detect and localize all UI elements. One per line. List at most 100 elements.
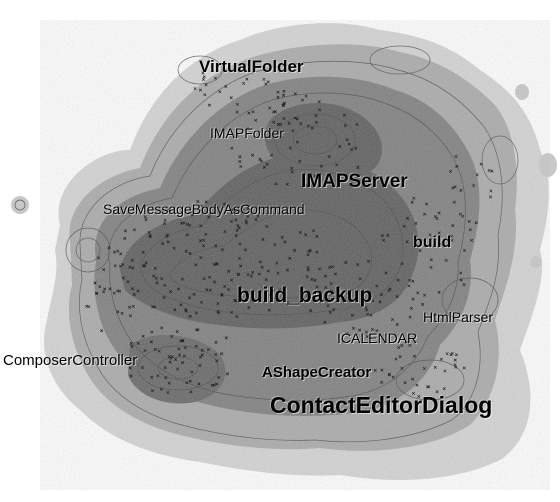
entity-marker (200, 348, 204, 352)
entity-marker (259, 159, 263, 163)
entity-marker (400, 344, 404, 348)
entity-markers (85, 71, 494, 399)
entity-marker (408, 315, 412, 319)
entity-marker (380, 368, 384, 372)
entity-marker (291, 129, 295, 133)
entity-marker (169, 356, 173, 360)
entity-marker (412, 354, 416, 358)
entity-marker (239, 264, 243, 268)
entity-marker (310, 126, 314, 130)
entity-marker (323, 320, 327, 324)
entity-marker (378, 300, 382, 304)
entity-marker (185, 381, 189, 385)
entity-marker (217, 311, 221, 315)
entity-marker (188, 379, 192, 383)
entity-marker (306, 253, 310, 257)
entity-marker (313, 278, 317, 282)
entity-marker (165, 234, 169, 238)
entity-marker (455, 164, 459, 168)
entity-marker (100, 329, 104, 333)
entity-marker (182, 221, 186, 225)
entity-marker (128, 305, 132, 309)
entity-marker (176, 287, 180, 291)
entity-marker (204, 83, 208, 87)
entity-marker (176, 367, 180, 371)
entity-marker (163, 366, 167, 370)
entity-marker (131, 287, 135, 291)
entity-marker (280, 136, 284, 140)
entity-marker (315, 250, 319, 254)
entity-marker (144, 218, 148, 222)
entity-marker (295, 140, 299, 144)
entity-marker (130, 258, 134, 262)
entity-marker (462, 366, 466, 370)
entity-marker (193, 87, 197, 91)
entity-marker (318, 108, 322, 112)
entity-marker (453, 358, 457, 362)
entity-marker (95, 291, 99, 295)
entity-marker (312, 229, 316, 233)
entity-marker (458, 212, 462, 216)
entity-marker (408, 278, 412, 282)
entity-marker (157, 349, 161, 353)
entity-marker (102, 268, 106, 272)
entity-marker (429, 258, 433, 262)
entity-marker (443, 369, 447, 373)
label-imap-folder: IMAPFolder (210, 125, 284, 141)
entity-marker (224, 336, 228, 340)
entity-marker (215, 382, 219, 386)
entity-marker (345, 138, 349, 142)
entity-marker (251, 110, 255, 114)
entity-marker (328, 310, 332, 314)
entity-marker (141, 250, 145, 254)
label-save-message-body-as-command: SaveMessageBodyAsCommand (103, 201, 305, 217)
entity-marker (190, 213, 194, 217)
entity-marker (159, 387, 163, 391)
entity-marker (97, 256, 101, 260)
entity-marker (175, 329, 179, 333)
entity-marker (178, 353, 182, 357)
entity-marker (199, 355, 203, 359)
entity-marker (304, 290, 308, 294)
entity-marker (179, 303, 183, 307)
entity-marker (305, 294, 309, 298)
entity-marker (190, 210, 194, 214)
entity-marker (262, 165, 266, 169)
entity-marker (187, 211, 191, 215)
entity-marker (128, 265, 132, 269)
entity-marker (246, 127, 250, 131)
entity-marker (411, 391, 415, 395)
entity-marker (276, 271, 280, 275)
entity-marker (285, 268, 289, 272)
entity-marker (235, 314, 239, 318)
entity-marker (391, 375, 395, 379)
entity-marker (230, 146, 234, 150)
entity-marker (366, 259, 370, 263)
entity-marker (130, 344, 134, 348)
entity-marker (442, 387, 446, 391)
entity-marker (380, 380, 384, 384)
entity-marker (218, 90, 222, 94)
entity-marker (452, 200, 456, 204)
label-virtual-folder: VirtualFolder (199, 57, 304, 76)
entity-marker (113, 264, 117, 268)
terrain-island (11, 196, 29, 214)
entity-marker (429, 265, 433, 269)
entity-marker (406, 216, 410, 220)
entity-marker (370, 327, 374, 332)
entity-marker (237, 226, 241, 230)
entity-marker (272, 120, 276, 124)
entity-marker (222, 202, 226, 206)
entity-marker (129, 314, 133, 318)
entity-marker (479, 162, 483, 166)
entity-marker (188, 252, 192, 256)
entity-marker (454, 155, 458, 159)
entity-marker (384, 271, 388, 275)
entity-marker (213, 76, 217, 80)
entity-marker (206, 347, 210, 352)
entity-marker (435, 390, 439, 394)
entity-marker (229, 278, 234, 282)
entity-marker (155, 281, 159, 285)
entity-marker (247, 306, 251, 310)
entity-marker (358, 328, 362, 332)
